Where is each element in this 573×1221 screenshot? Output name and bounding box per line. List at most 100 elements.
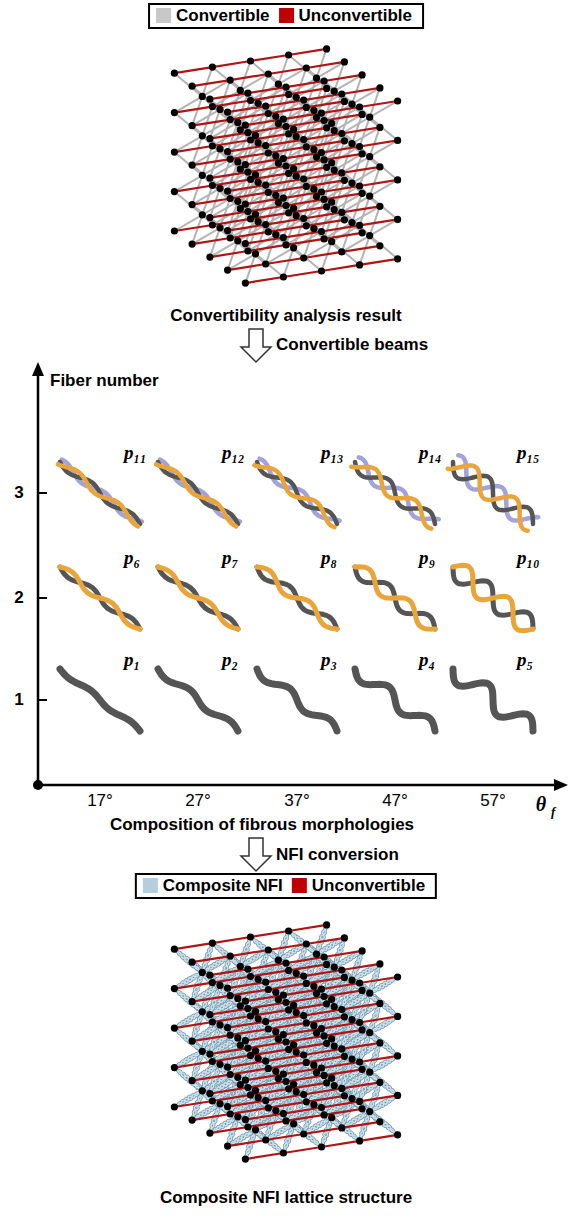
lattice-node xyxy=(206,135,213,142)
lattice-node xyxy=(376,203,383,210)
lattice-node xyxy=(376,163,383,170)
lattice-node xyxy=(394,137,401,144)
fiber-beam xyxy=(240,937,250,966)
lattice-node xyxy=(341,98,348,105)
lattice-node xyxy=(272,113,279,120)
beam xyxy=(245,238,283,244)
beam xyxy=(306,101,344,107)
lattice-node xyxy=(303,64,310,71)
lattice-node xyxy=(282,84,289,91)
beam xyxy=(192,159,230,165)
lattice-node xyxy=(300,136,307,143)
beam xyxy=(317,167,327,196)
lattice-node xyxy=(275,160,282,167)
fiber-beam xyxy=(202,943,212,972)
lattice-node xyxy=(224,227,231,234)
lattice-node xyxy=(318,267,325,274)
beam xyxy=(324,114,362,120)
lattice-node xyxy=(237,166,244,173)
lattice-node xyxy=(331,88,338,95)
beam xyxy=(342,206,380,212)
lattice-node xyxy=(323,45,330,52)
beam xyxy=(251,94,289,100)
lattice-node xyxy=(359,150,366,157)
lattice-node xyxy=(328,159,335,166)
lattice-node xyxy=(272,152,279,159)
lattice-node xyxy=(338,209,345,216)
beam xyxy=(322,147,360,153)
beam xyxy=(212,140,250,146)
beam xyxy=(266,100,304,106)
beam xyxy=(322,186,360,192)
lattice-node xyxy=(227,234,234,241)
beam xyxy=(268,147,306,153)
lattice-node xyxy=(227,116,234,123)
beam xyxy=(324,193,362,199)
lattice-node xyxy=(313,114,320,121)
beam xyxy=(286,160,324,166)
beam xyxy=(174,225,212,231)
lattice-node xyxy=(282,162,289,169)
lattice-node xyxy=(252,250,259,257)
lattice-node xyxy=(356,103,363,110)
lattice-node xyxy=(293,212,300,219)
beam xyxy=(304,173,342,179)
lattice-node xyxy=(282,241,289,248)
beam xyxy=(360,101,398,107)
lattice-node xyxy=(285,51,292,58)
lattice-node xyxy=(265,189,272,196)
beam xyxy=(342,88,380,94)
lattice-node xyxy=(348,219,355,226)
beam xyxy=(240,61,250,90)
beam xyxy=(210,172,248,178)
lattice-node xyxy=(209,64,216,71)
beam xyxy=(266,179,304,185)
lattice-node xyxy=(216,106,223,113)
lattice-node xyxy=(244,90,251,97)
lattice-node xyxy=(272,192,279,199)
lattice-node xyxy=(356,143,363,150)
beam xyxy=(304,252,342,258)
beam xyxy=(360,259,398,265)
lattice-node xyxy=(265,149,272,156)
lattice-node xyxy=(272,231,279,238)
beam xyxy=(266,219,304,225)
lattice-node xyxy=(199,172,206,179)
beam xyxy=(289,88,327,94)
lattice-node xyxy=(244,247,251,254)
lattice-node xyxy=(189,162,196,169)
lattice-node xyxy=(300,254,307,261)
beam xyxy=(324,154,362,160)
beam xyxy=(230,153,268,159)
beam xyxy=(360,140,398,146)
lattice-node xyxy=(341,216,348,223)
lattice-illustration xyxy=(171,45,401,286)
lattice-node xyxy=(313,75,320,82)
lattice-node xyxy=(237,87,244,94)
lattice-node xyxy=(356,182,363,189)
lattice-node xyxy=(376,84,383,91)
beam xyxy=(228,225,266,231)
beam xyxy=(306,141,344,147)
fiber-beam xyxy=(202,943,212,972)
lattice-node xyxy=(224,267,231,274)
lattice-node xyxy=(262,260,269,267)
beam xyxy=(306,180,344,186)
composite-beams xyxy=(174,925,397,1159)
lattice-node xyxy=(255,218,262,225)
beam xyxy=(240,140,250,169)
beam xyxy=(286,81,324,87)
beam xyxy=(230,74,268,80)
beam xyxy=(289,49,327,55)
lattice-node xyxy=(321,77,328,84)
lattice-node xyxy=(224,188,231,195)
beam xyxy=(342,167,380,173)
lattice-node xyxy=(199,93,206,100)
lattice-node xyxy=(290,244,297,251)
beam xyxy=(212,61,250,67)
lattice-node xyxy=(227,77,234,84)
lattice-node xyxy=(394,97,401,104)
lattice-node xyxy=(348,140,355,147)
lattice-node xyxy=(280,273,287,280)
lattice-node xyxy=(310,186,317,193)
